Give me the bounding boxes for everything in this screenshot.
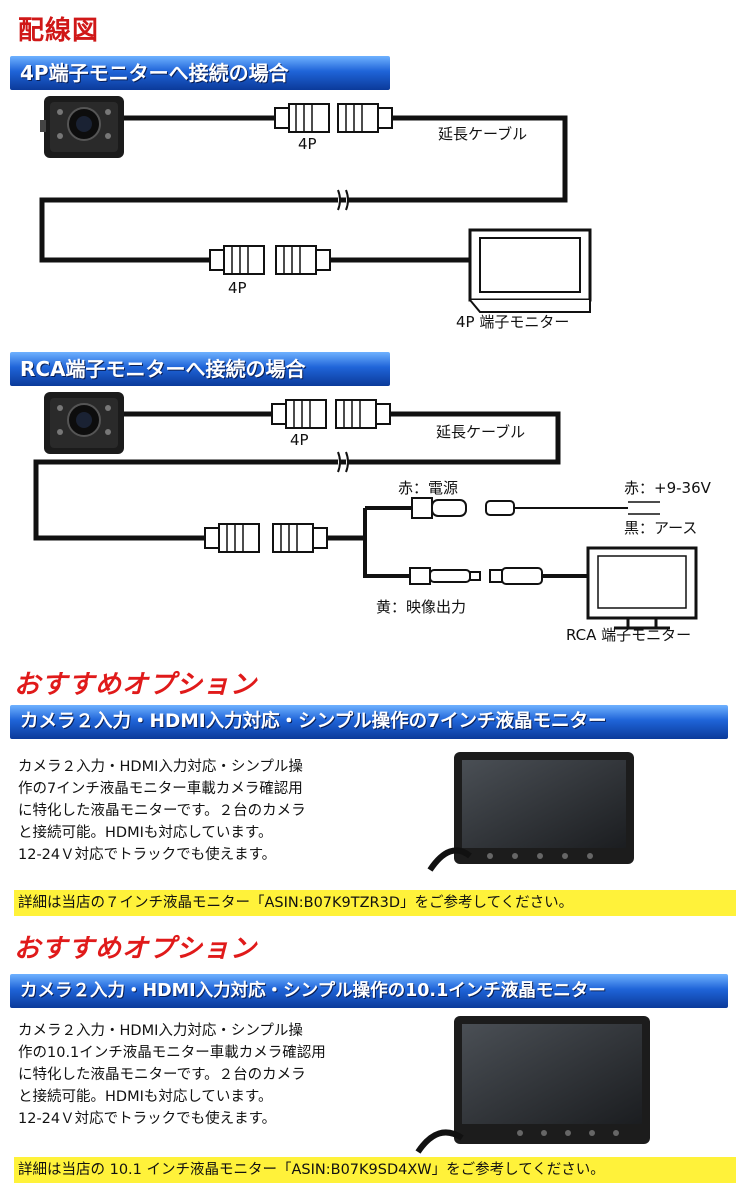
option2-desc-line: カメラ２入力・HDMI入力対応・シンプル操 xyxy=(18,1023,303,1039)
option1-desc-line: と接続可能。HDMIも対応しています。 xyxy=(18,825,273,841)
option1-heading: おすすめオプション xyxy=(14,670,258,700)
connector-4p-top-icon xyxy=(274,103,393,133)
camera-icon xyxy=(40,96,124,158)
monitor-10inch-image xyxy=(415,1016,650,1154)
option2-desc-line: に特化した液晶モニターです。２台のカメラ xyxy=(18,1067,306,1083)
option1-detail: 詳細は当店の７インチ液晶モニター「ASIN:B07K9TZR3D」をご参考してく… xyxy=(14,890,736,916)
option2-banner: カメラ２入力・HDMI入力対応・シンプル操作の10.1インチ液晶モニター xyxy=(10,974,728,1008)
option1-desc-line: 12-24Ｖ対応でトラックでも使えます。 xyxy=(18,847,277,863)
section1-connector-top-label: 4P xyxy=(298,135,317,153)
section2-extension-cable-label: 延長ケーブル xyxy=(436,423,526,441)
connector-4p-top-icon xyxy=(271,399,391,429)
option1-desc-line: 作の7インチ液晶モニター車載カメラ確認用 xyxy=(18,781,303,797)
option1-desc-line: に特化した液晶モニターです。２台のカメラ xyxy=(18,803,306,819)
section2-banner: RCA端子モニターへ接続の場合 xyxy=(10,352,390,386)
power-plug-icon xyxy=(411,497,660,519)
section2-red-power-label: 赤：電源 xyxy=(398,479,459,497)
option2-desc-line: 12-24Ｖ対応でトラックでも使えます。 xyxy=(18,1111,277,1127)
section1-connector-bottom-label: 4P xyxy=(228,279,247,297)
section2-connector-top-label: 4P xyxy=(290,431,309,449)
rca-plug-icon xyxy=(409,567,588,585)
section2-diagram xyxy=(33,392,698,630)
option1-desc-line: カメラ２入力・HDMI入力対応・シンプル操 xyxy=(18,759,303,775)
connector-4p-bottom-icon xyxy=(204,523,328,553)
connector-4p-bottom-icon xyxy=(209,245,331,275)
monitor-7inch-image xyxy=(427,752,634,872)
monitor-4p-icon xyxy=(468,228,592,313)
camera-icon xyxy=(44,392,124,454)
option2-desc-line: 作の10.1インチ液晶モニター車載カメラ確認用 xyxy=(18,1045,326,1061)
section2-red-voltage-label: 赤：+9-36V xyxy=(624,479,711,497)
section2-monitor-label: RCA 端子モニター xyxy=(566,626,692,644)
option2-detail: 詳細は当店の 10.1 インチ液晶モニター「ASIN:B07K9SD4XW」をご… xyxy=(14,1157,736,1183)
section1-banner: 4P端子モニターへ接続の場合 xyxy=(10,56,390,90)
section2-black-ground-label: 黒：アース xyxy=(624,519,698,537)
option1-banner: カメラ２入力・HDMI入力対応・シンプル操作の7インチ液晶モニター xyxy=(10,705,728,739)
monitor-rca-icon xyxy=(586,546,698,630)
section2-yellow-video-label: 黄：映像出力 xyxy=(376,598,467,616)
option2-desc-line: と接続可能。HDMIも対応しています。 xyxy=(18,1089,273,1105)
page-title: 配線図 xyxy=(18,16,100,46)
section1-monitor-label: 4P 端子モニター xyxy=(456,313,570,331)
option2-heading: おすすめオプション xyxy=(14,934,258,964)
section1-extension-cable-label: 延長ケーブル xyxy=(438,125,528,143)
option2-description: カメラ２入力・HDMI入力対応・シンプル操 作の10.1インチ液晶モニター車載カ… xyxy=(18,1020,398,1130)
section1-diagram xyxy=(39,96,592,313)
option1-description: カメラ２入力・HDMI入力対応・シンプル操 作の7インチ液晶モニター車載カメラ確… xyxy=(18,756,398,866)
